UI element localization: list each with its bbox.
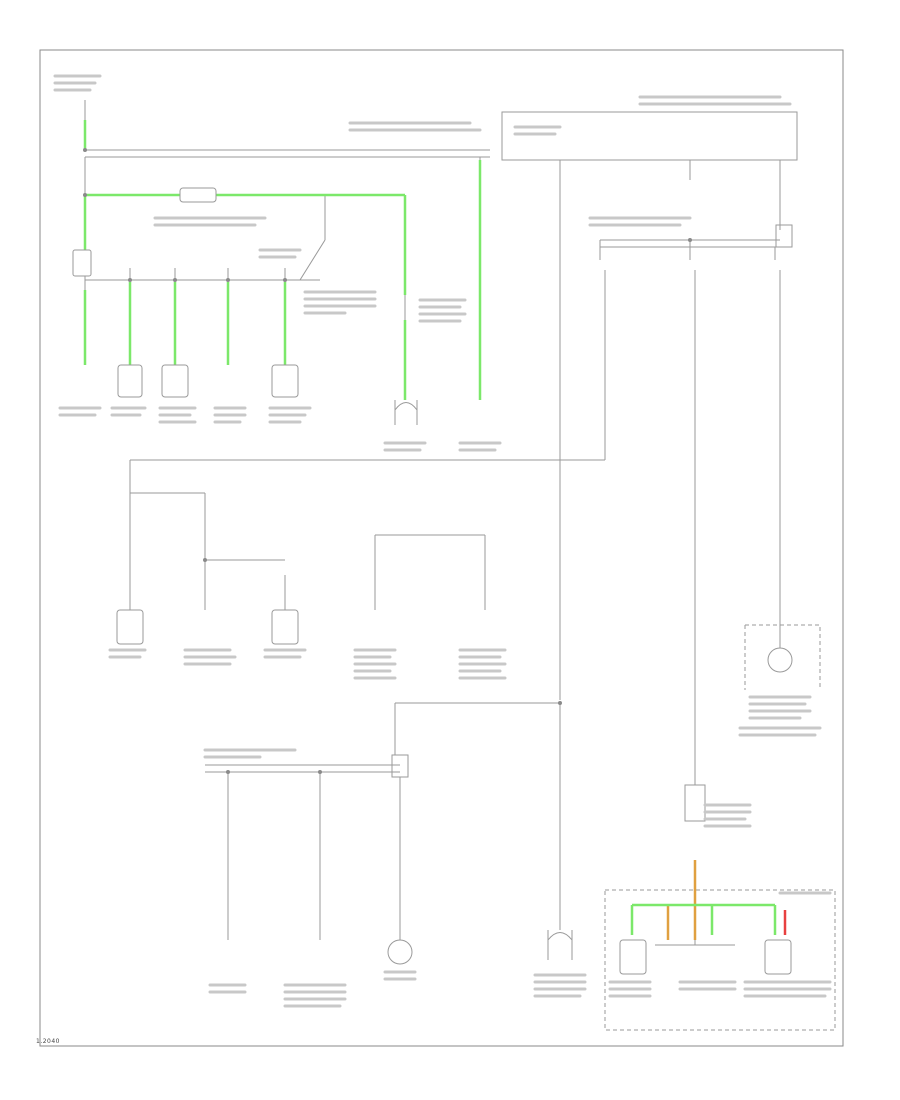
diagram-border	[39, 49, 844, 1047]
junction-dots	[83, 148, 692, 774]
label-marks-right-lower	[608, 803, 832, 998]
label-marks-middle	[108, 648, 507, 680]
top-right-box	[130, 111, 798, 785]
label-marks-lower-left	[203, 748, 587, 1008]
orange-green-wires	[630, 860, 787, 940]
label-marks-right	[513, 95, 822, 737]
right-components	[604, 610, 836, 1031]
label-marks-top	[53, 74, 502, 452]
green-wires-top	[83, 120, 482, 400]
diagram-footer-code: 1.2040	[36, 1038, 60, 1045]
middle-section	[116, 460, 560, 755]
lower-left-section	[205, 703, 573, 965]
fuse-symbol	[179, 187, 217, 203]
top-components	[72, 249, 418, 425]
